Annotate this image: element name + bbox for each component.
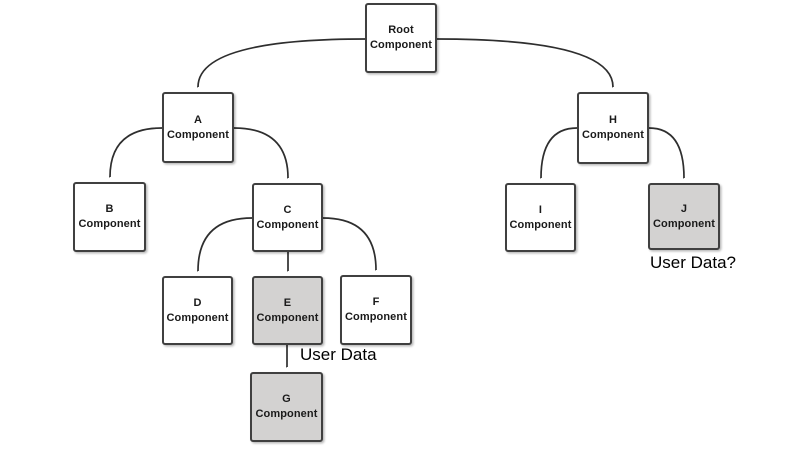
node-label-line2: Component bbox=[509, 218, 572, 231]
node-label-line2: Component bbox=[256, 311, 319, 324]
node-label-line1: A bbox=[193, 113, 203, 126]
node-label-line1: I bbox=[538, 203, 543, 216]
annotation-user-data-question: User Data? bbox=[650, 253, 736, 272]
node-label-line1: Root bbox=[388, 24, 414, 36]
annotation-user-data: User Data bbox=[300, 345, 377, 364]
node-label-line1: F bbox=[372, 296, 380, 308]
edge-root-h bbox=[436, 38, 614, 87]
node-c: C Component bbox=[252, 183, 323, 252]
node-b: B Component bbox=[73, 182, 146, 252]
edge-c-f bbox=[322, 217, 377, 270]
node-h: H Component bbox=[577, 92, 649, 164]
edge-a-b bbox=[110, 127, 163, 177]
node-label-line1: J bbox=[680, 202, 688, 215]
node-a: A Component bbox=[162, 92, 234, 163]
edge-a-c bbox=[233, 127, 289, 178]
node-label-line2: Component bbox=[166, 311, 229, 324]
node-label-line1: H bbox=[608, 114, 618, 126]
node-label-line2: Component bbox=[78, 218, 141, 230]
edge-root-a bbox=[198, 38, 366, 87]
node-label-line1: G bbox=[282, 393, 291, 405]
node-label-line1: E bbox=[283, 296, 292, 309]
edge-c-d bbox=[198, 217, 253, 271]
node-label-line1: B bbox=[105, 203, 114, 215]
node-d: D Component bbox=[162, 276, 233, 345]
edge-h-i bbox=[541, 127, 578, 178]
node-label-line1: D bbox=[193, 296, 202, 309]
node-i: I Component bbox=[505, 183, 576, 252]
node-label-line2: Component bbox=[344, 311, 407, 323]
node-label-line2: Component bbox=[256, 218, 319, 231]
node-label-line1: C bbox=[283, 203, 292, 216]
node-label-line2: Component bbox=[255, 408, 318, 420]
node-label-line2: Component bbox=[581, 129, 644, 141]
node-label-line2: Component bbox=[369, 39, 432, 51]
node-label-line2: Component bbox=[652, 217, 715, 230]
node-e: E Component bbox=[252, 276, 323, 345]
node-g: G Component bbox=[250, 372, 323, 442]
edge-h-j bbox=[648, 127, 685, 178]
node-label-line2: Component bbox=[166, 128, 229, 141]
node-j: J Component bbox=[648, 183, 720, 250]
node-f: F Component bbox=[340, 275, 412, 345]
